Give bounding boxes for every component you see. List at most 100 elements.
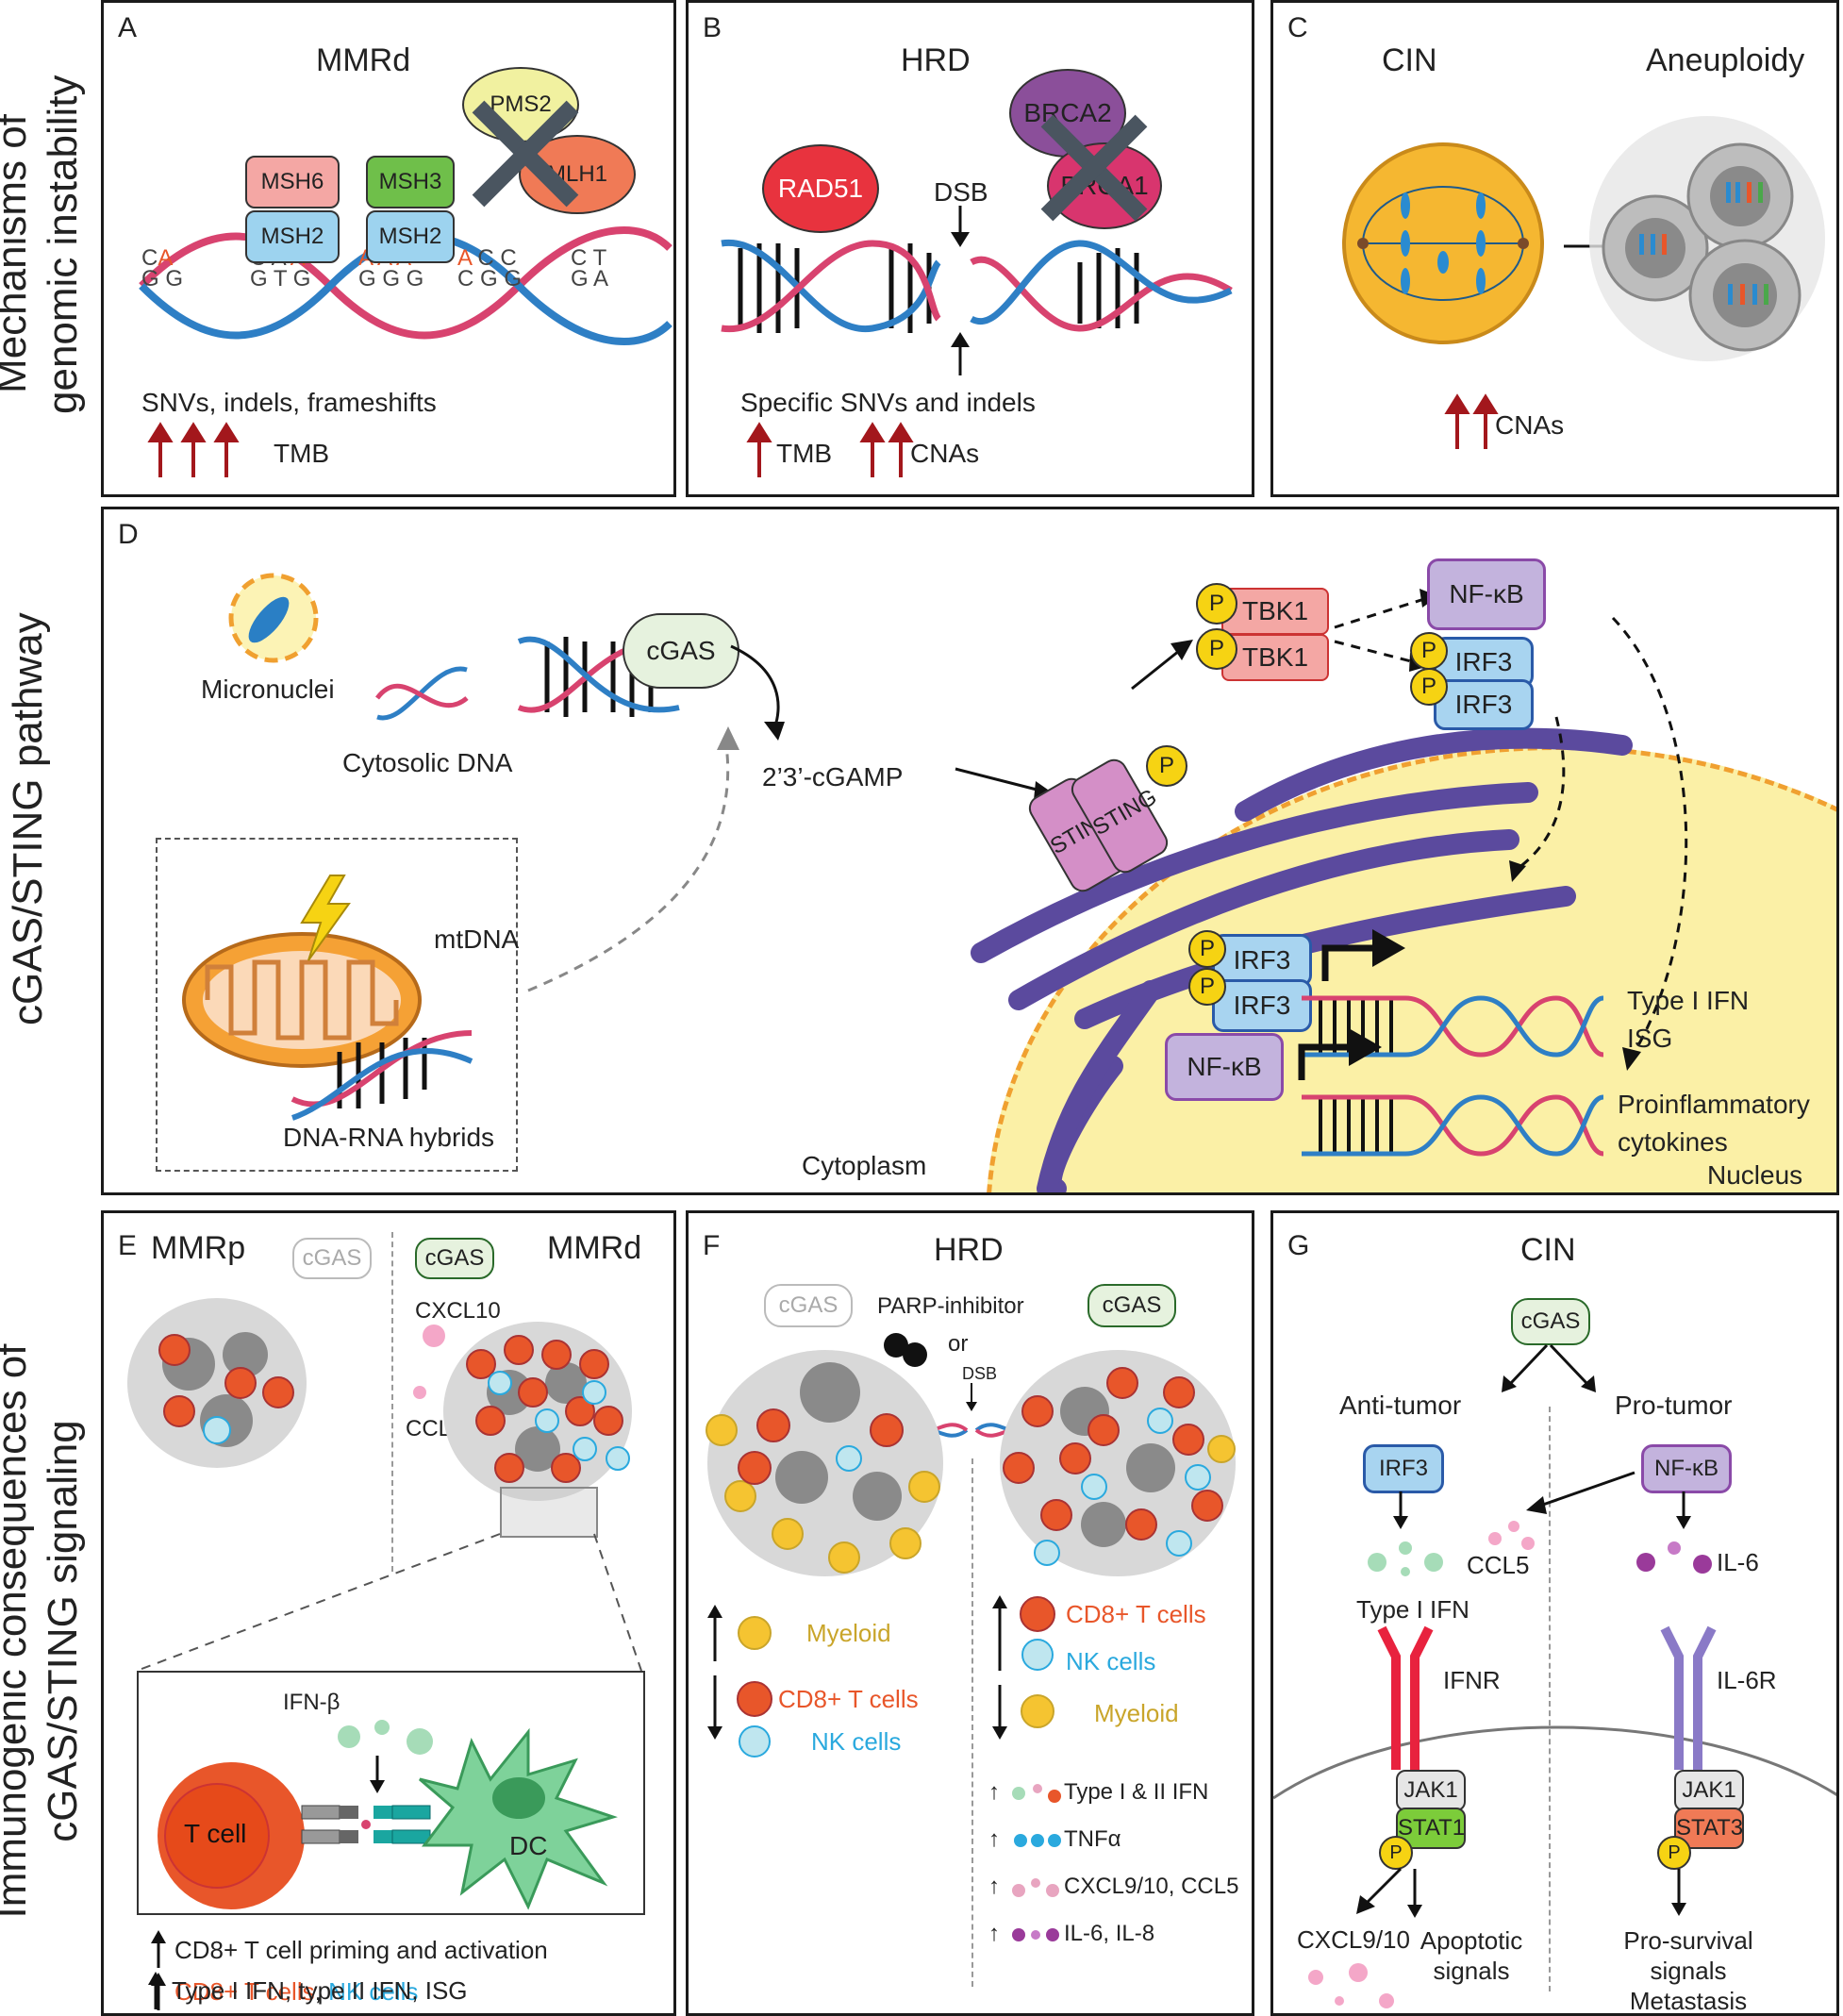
panel-title: HRD xyxy=(901,42,971,78)
cd8-label: CD8+ T cells xyxy=(174,1977,315,2006)
panel-g-cin: G CIN cGAS Anti-tumor Pro-tumor IRF3 NF-… xyxy=(1270,1210,1839,2016)
cd8-label: CD8+ T cells xyxy=(1066,1600,1206,1628)
result-line-3: Type I IFN, type II IFN, ISG xyxy=(172,1976,468,2005)
mitochondrion-icon xyxy=(182,932,422,1068)
panel-letter: C xyxy=(1287,12,1308,43)
nk-label: NK cells xyxy=(1066,1647,1156,1675)
hybrids-label: DNA-RNA hybrids xyxy=(283,1123,495,1152)
cytokine-row: ↑ xyxy=(988,1779,1000,1805)
il6r-receptor xyxy=(1660,1625,1717,1770)
nk-label: NK cells xyxy=(328,1977,419,2006)
nk-label: NK cells xyxy=(811,1727,902,1756)
cytokine-row: ↑ xyxy=(988,1826,1000,1852)
cytokine-dots xyxy=(1012,1928,1059,1941)
small-dna-icon xyxy=(375,666,469,721)
zoom-lines xyxy=(136,1533,642,1672)
tumor-cluster-mmrp xyxy=(127,1298,307,1468)
cxcl-dots xyxy=(1308,1963,1394,2008)
tumor-cluster-mmrd xyxy=(413,1322,632,1501)
broken-dna-helix xyxy=(721,239,1233,333)
up-arrow-icon xyxy=(707,1605,722,1661)
nucleus-label: Nucleus xyxy=(1707,1160,1803,1190)
phospho-p: P xyxy=(1196,628,1237,670)
panel-letter: B xyxy=(703,12,722,43)
metric-tmb: TMB xyxy=(776,439,833,468)
zoom-box xyxy=(137,1671,645,1915)
phospho-p: P xyxy=(1188,930,1226,968)
zoom-region xyxy=(500,1487,598,1538)
ifn-dots xyxy=(1368,1541,1443,1576)
dsb-label: DSB xyxy=(934,177,988,207)
cytosolic-dna-label: Cytosolic DNA xyxy=(342,748,513,777)
anti-tumor-label: Anti-tumor xyxy=(1339,1391,1462,1420)
transcription-arrow xyxy=(1321,929,1405,981)
mmrd-title: MMRd xyxy=(547,1230,642,1266)
panel-d-cgas-sting: D Micronuclei Cytosolic DNA cGAS 2’3’-cG… xyxy=(101,507,1839,1195)
transcription-arrow xyxy=(1298,1028,1382,1080)
phospho-p: P xyxy=(1379,1836,1413,1870)
tumor-cluster-hrd xyxy=(706,1350,943,1576)
cgas-inactive: cGAS xyxy=(292,1238,372,1279)
up-arrow-icon xyxy=(151,1930,166,1968)
arrow-to-ccl5 xyxy=(1526,1471,1635,1514)
cytokine-tnfa: TNFα xyxy=(1064,1826,1121,1852)
ifnb-label: IFN-β xyxy=(283,1690,340,1715)
down-arrow-icon xyxy=(707,1675,722,1740)
result-line-1: CD8+ T cell priming and activation xyxy=(174,1936,548,1964)
cytokine-dots xyxy=(1012,1784,1061,1803)
nk-icon xyxy=(1021,1639,1054,1671)
cgas-active: cGAS xyxy=(1511,1298,1590,1345)
panel-title: MMRd xyxy=(316,42,411,78)
dna-helix xyxy=(1302,1094,1604,1157)
panel-title: CIN xyxy=(1520,1232,1576,1268)
myeloid-label: Myeloid xyxy=(1094,1699,1179,1727)
signal-arrows-left xyxy=(1356,1867,1422,1918)
cgas-enzyme: cGAS xyxy=(623,613,739,689)
cytokine-row: ↑ xyxy=(988,1921,1000,1946)
panel-e-mmr: E MMRp cGAS cGAS MMRd CXCL10 CCL5 IFN-β xyxy=(101,1210,676,2016)
down-arrow-icon xyxy=(1676,1491,1691,1529)
nfkb-protein: NF-κB xyxy=(1165,1033,1284,1101)
ifnb-dots xyxy=(338,1720,433,1755)
irf3-protein: IRF3 xyxy=(1434,679,1534,730)
cytokine-dots xyxy=(1012,1878,1059,1897)
panel-letter: G xyxy=(1287,1230,1310,1261)
ccl5-label: CCL5 xyxy=(1467,1551,1530,1579)
up-arrow-icon xyxy=(148,1972,163,2009)
dsb-label: DSB xyxy=(962,1364,998,1383)
il6-label: IL-6 xyxy=(1717,1548,1759,1576)
nfkb-protein: NF-κB xyxy=(1641,1444,1732,1493)
phospho-p: P xyxy=(1146,745,1187,787)
caption: SNVs, indels, frameshifts xyxy=(141,388,437,417)
panel-title-cin: CIN xyxy=(1382,42,1437,78)
phospho-p: P xyxy=(1410,632,1448,670)
up-arrows-icon xyxy=(859,422,914,477)
irf3-protein: IRF3 xyxy=(1363,1444,1444,1493)
divider xyxy=(1549,1407,1551,1991)
protein-msh6: MSH6 xyxy=(245,156,340,208)
caption: Specific SNVs and indels xyxy=(740,388,1036,417)
nfkb-protein: NF-κB xyxy=(1427,558,1546,630)
ifnr-label: IFNR xyxy=(1443,1666,1501,1694)
dsb-arrows xyxy=(951,206,970,375)
cytokines-label: cytokines xyxy=(1618,1127,1728,1157)
cytokine-cxcl: CXCL9/10, CCL5 xyxy=(1064,1874,1239,1899)
cd8-icon xyxy=(1020,1596,1055,1632)
down-arrow-icon xyxy=(370,1756,385,1793)
down-arrow-icon xyxy=(992,1685,1007,1740)
mtdna-label: mtDNA xyxy=(434,925,520,954)
il6r-label: IL-6R xyxy=(1717,1666,1777,1694)
protein-rad51: RAD51 xyxy=(762,144,879,233)
arrow-to-cgamp xyxy=(730,644,785,741)
phospho-p: P xyxy=(1188,968,1226,1006)
jak1-protein: JAK1 xyxy=(1674,1770,1744,1811)
metric-tmb: TMB xyxy=(274,439,330,468)
mitochondria-box xyxy=(156,838,518,1172)
up-arrow-icon xyxy=(992,1595,1007,1671)
isg-label: ISG xyxy=(1627,1024,1673,1053)
panel-letter: D xyxy=(118,519,139,550)
parp-label: PARP-inhibitor xyxy=(877,1293,1024,1319)
